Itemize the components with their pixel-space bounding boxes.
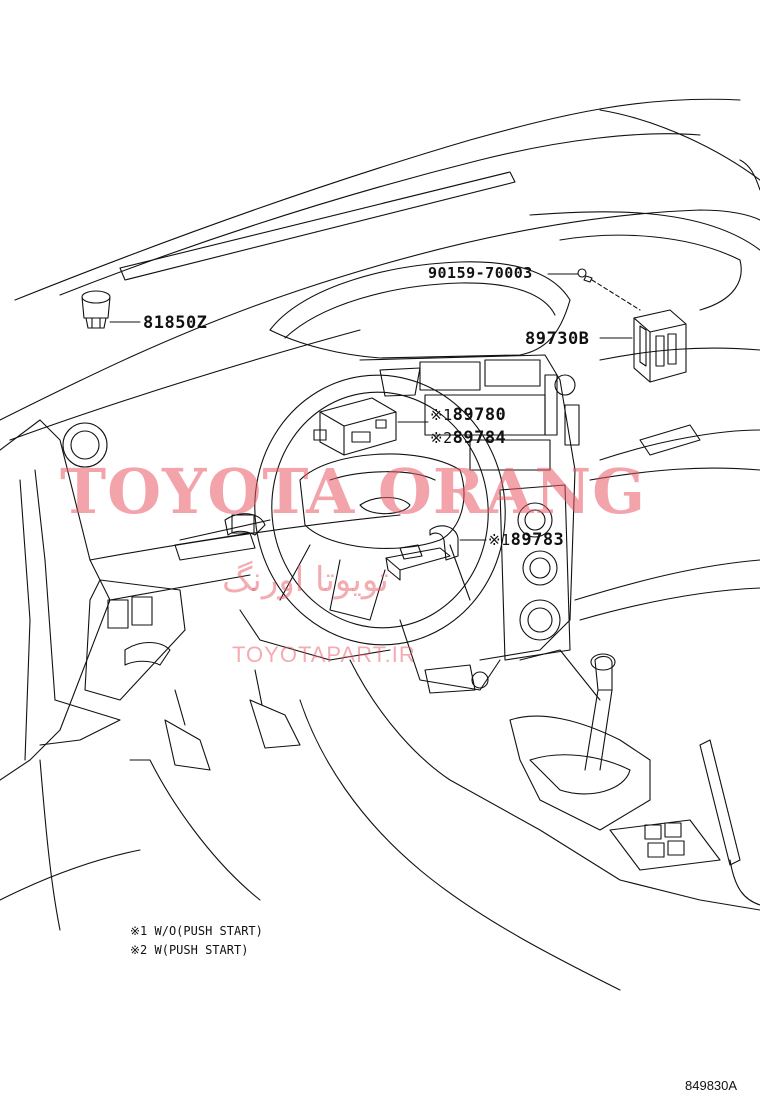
mark-1: ※1: [488, 531, 511, 549]
label-89780: ※189780: [430, 405, 506, 425]
center-console: [359, 354, 580, 661]
label-89730b: 89730B: [525, 329, 590, 349]
meter-hood: [269, 261, 571, 359]
label-89783: ※189783: [488, 530, 564, 550]
dashboard-contours: [89, 347, 760, 621]
note-with-push-start: ※2 W(PUSH START): [130, 943, 249, 957]
pedals: [164, 669, 301, 771]
label-89784: ※289784: [430, 428, 506, 448]
part-89730b-drawing: [599, 309, 687, 383]
part-89783-drawing: [385, 525, 487, 581]
dashboard-top: [0, 209, 760, 441]
floor-outline: [0, 759, 261, 931]
part-90159-drawing: [547, 268, 641, 311]
floor-console: [299, 649, 760, 991]
part-81850z-drawing: [81, 290, 141, 329]
label-90159-70003: 90159-70003: [428, 264, 533, 282]
note-without-push-start: ※1 W/O(PUSH START): [130, 924, 263, 938]
watermark-brand: TOYOTA ORANG: [60, 455, 647, 528]
steering-column: [239, 609, 501, 694]
part-number-89783: 89783: [510, 530, 565, 550]
figure-code: 849830A: [685, 1078, 738, 1093]
mark-2: ※2: [430, 429, 453, 447]
part-89780-drawing: [313, 397, 429, 456]
watermark-url: TOYOTAPART.IR: [232, 642, 416, 667]
watermark-persian: تویوتا اورنگ: [222, 560, 389, 600]
steering-wheel: [224, 374, 506, 646]
part-number-89780: 89780: [452, 405, 507, 425]
label-81850z: 81850Z: [143, 313, 208, 333]
left-side-panel: [0, 419, 186, 781]
windshield-outline: [14, 98, 760, 301]
mark-1: ※1: [430, 406, 453, 424]
part-number-89784: 89784: [452, 428, 507, 448]
